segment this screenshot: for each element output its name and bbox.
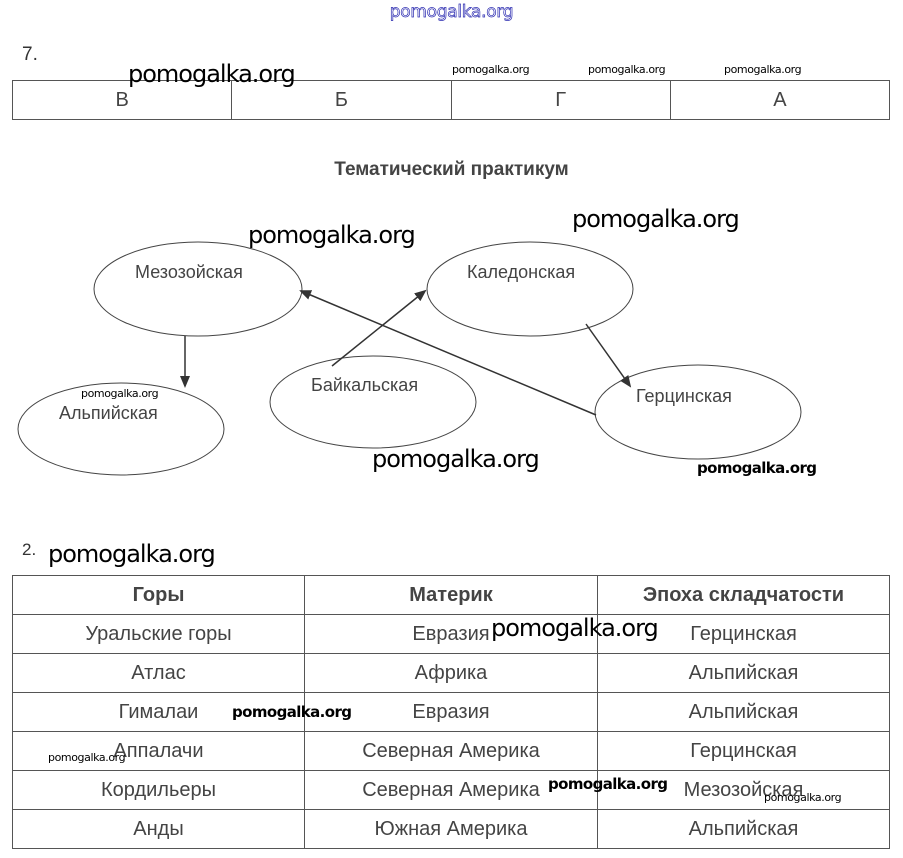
watermark: pomogalka.org xyxy=(764,791,842,804)
table-row: Анды Южная Америка Альпийская xyxy=(12,809,890,849)
answer-table-7: В Б Г А xyxy=(11,80,891,120)
cell-mountains: Уральские горы xyxy=(12,614,305,654)
watermark: pomogalka.org xyxy=(48,751,126,764)
header-continent: Материк xyxy=(304,575,598,615)
watermark: pomogalka.org xyxy=(81,387,159,400)
watermark: pomogalka.org xyxy=(248,221,416,249)
cell-mountains: Кордильеры xyxy=(12,770,305,810)
folding-diagram xyxy=(17,241,802,476)
cell-continent: Северная Америка xyxy=(304,731,598,771)
header-folding-era: Эпоха складчатости xyxy=(597,575,890,615)
watermark: pomogalka.org xyxy=(232,703,352,721)
table-row: Кордильеры Северная Америка Мезозойская xyxy=(12,770,890,810)
section-number-2: 2. xyxy=(22,540,37,559)
answer-cell: Б xyxy=(231,80,452,120)
watermark: pomogalka.org xyxy=(491,614,659,642)
cell-continent: Южная Америка xyxy=(304,809,598,849)
cell-mountains: Атлас xyxy=(12,653,305,693)
watermark: pomogalka.org xyxy=(452,63,530,76)
node-label-caledonian: Каледонская xyxy=(467,262,576,282)
node-ellipse-hercynian xyxy=(594,364,802,460)
cell-era: Герцинская xyxy=(597,731,890,771)
watermark: pomogalka.org xyxy=(588,63,666,76)
answer-cell: А xyxy=(669,80,891,120)
table-row: Аппалачи Северная Америка Герцинская xyxy=(12,731,890,771)
mountains-table: Горы Материк Эпоха складчатости Уральски… xyxy=(12,575,890,849)
answer-cell: В xyxy=(11,80,233,120)
cell-era: Герцинская xyxy=(597,614,890,654)
node-ellipse-baikal xyxy=(269,355,477,449)
watermark: pomogalka.org xyxy=(372,445,540,473)
watermark-header: pomogalka.org xyxy=(389,2,514,23)
watermark: pomogalka.org xyxy=(572,205,740,233)
cell-mountains: Анды xyxy=(12,809,305,849)
table-row: Гималаи Евразия Альпийская xyxy=(12,692,890,732)
node-label-hercynian: Герцинская xyxy=(636,386,732,406)
table-row: Атлас Африка Альпийская xyxy=(12,653,890,693)
node-ellipse-caledonian xyxy=(426,241,634,337)
node-label-mesozoic: Мезозойская xyxy=(135,262,243,282)
arrow-caledonian-to-hercynian xyxy=(585,323,632,388)
section-number-7: 7. xyxy=(22,44,38,65)
watermark: pomogalka.org xyxy=(724,63,802,76)
cell-continent: Евразия xyxy=(304,614,598,654)
watermark: pomogalka.org xyxy=(128,60,296,88)
arrow-baikal-to-caledonian xyxy=(331,289,427,367)
cell-continent: Африка xyxy=(304,653,598,693)
node-ellipse-mesozoic xyxy=(93,241,303,337)
cell-era: Мезозойская xyxy=(597,770,890,810)
table-row: Уральские горы Евразия Герцинская xyxy=(12,614,890,654)
watermark: pomogalka.org xyxy=(697,459,817,477)
cell-era: Альпийская xyxy=(597,809,890,849)
section-title: Тематический практикум xyxy=(334,159,569,180)
watermark: pomogalka.org xyxy=(48,540,216,568)
node-label-alpine: Альпийская xyxy=(59,403,158,423)
table-header-row: Горы Материк Эпоха складчатости xyxy=(12,575,890,615)
cell-era: Альпийская xyxy=(597,692,890,732)
watermark: pomogalka.org xyxy=(548,775,668,793)
cell-era: Альпийская xyxy=(597,653,890,693)
answer-cell: Г xyxy=(450,80,671,120)
header-mountains: Горы xyxy=(12,575,305,615)
node-label-baikal: Байкальская xyxy=(311,375,419,395)
cell-continent: Евразия xyxy=(304,692,598,732)
arrow-hercynian-to-mesozoic xyxy=(299,290,597,416)
node-ellipse-alpine xyxy=(17,382,225,476)
